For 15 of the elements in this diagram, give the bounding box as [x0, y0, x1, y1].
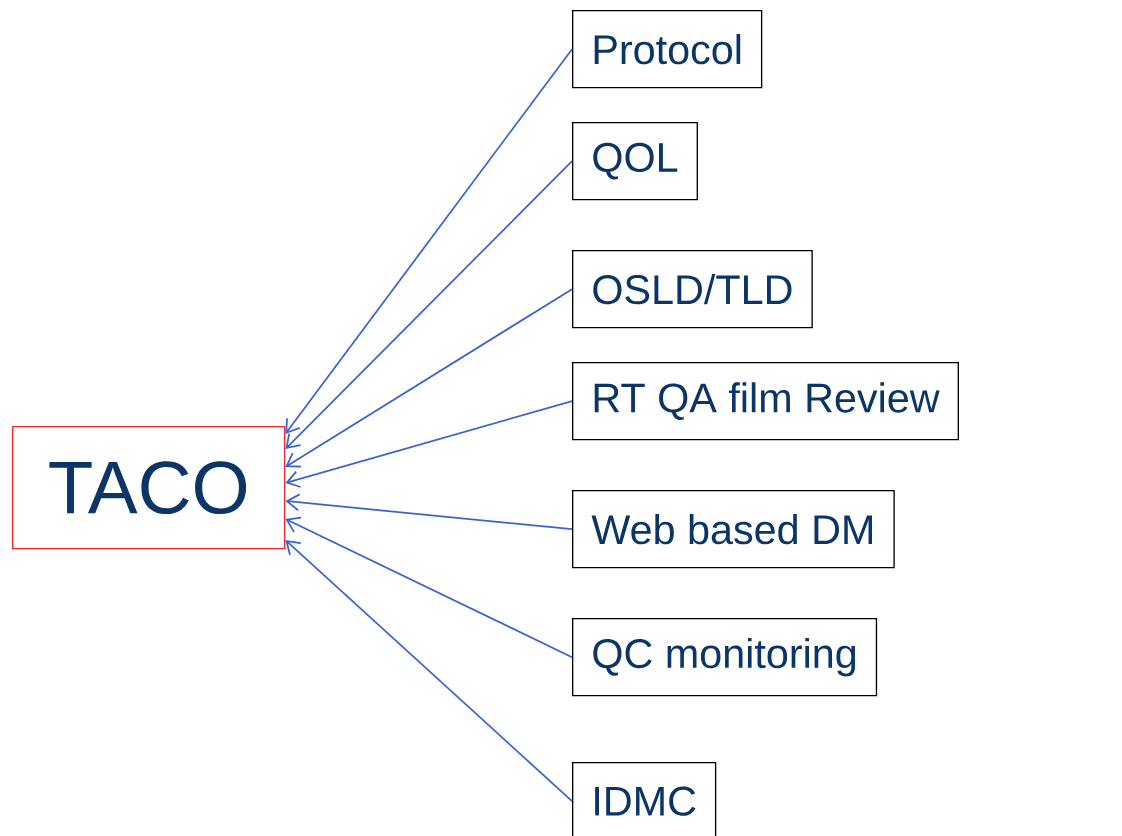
- arrow: [285, 160, 573, 449]
- item-box: Protocol: [572, 10, 763, 89]
- item-box: QOL: [572, 122, 698, 201]
- arrow: [285, 400, 573, 488]
- arrow: [285, 540, 573, 803]
- arrow: [285, 48, 573, 434]
- item-box: OSLD/TLD: [572, 250, 813, 329]
- item-box: IDMC: [572, 762, 717, 836]
- item-box: Web based DM: [572, 490, 895, 569]
- item-box: QC monitoring: [572, 618, 878, 697]
- item-box: RT QA film Review: [572, 362, 959, 441]
- arrow: [285, 288, 573, 468]
- arrow: [285, 493, 573, 531]
- arrow: [285, 516, 573, 659]
- title-box: TACO: [12, 426, 286, 550]
